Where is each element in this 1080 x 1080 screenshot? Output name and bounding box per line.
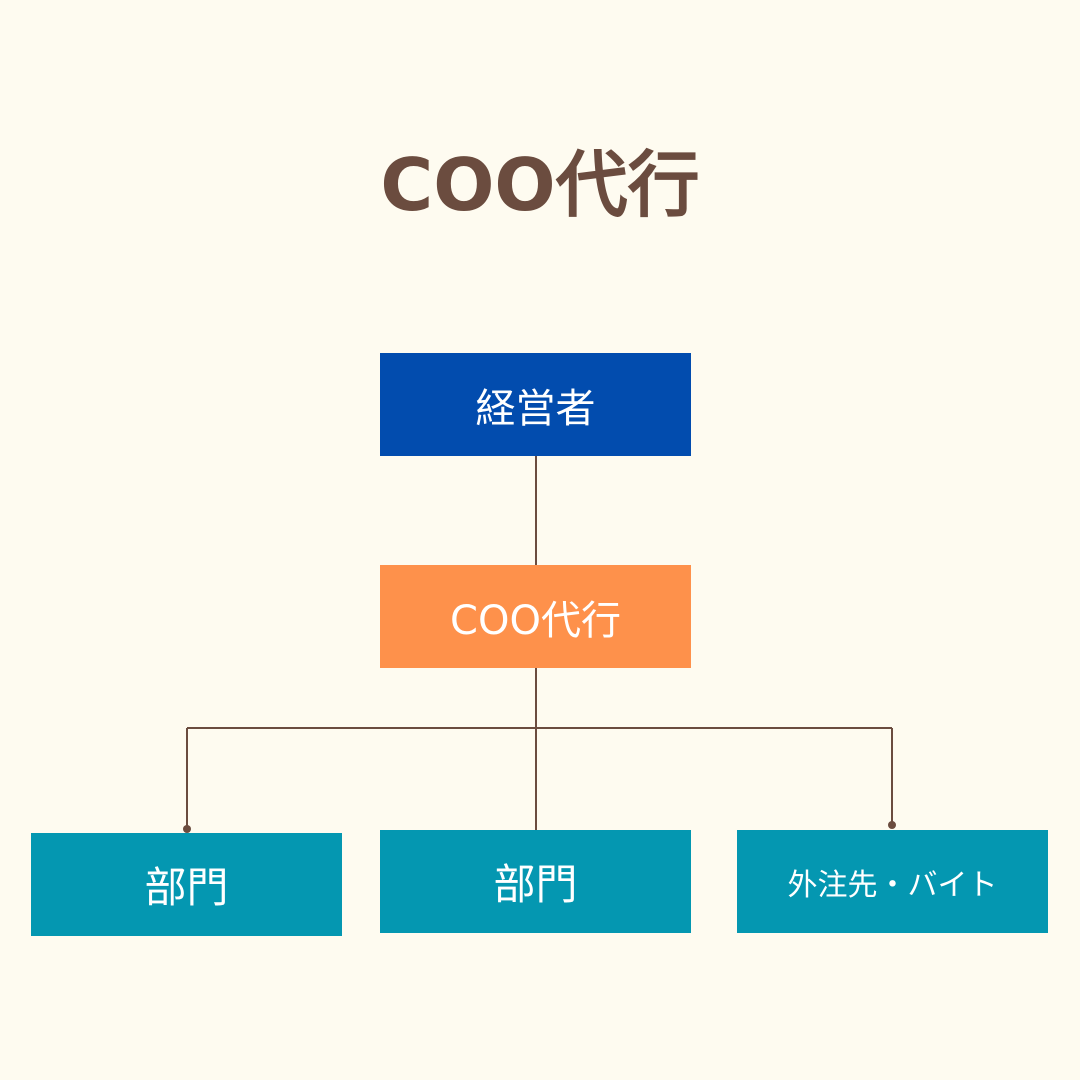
node-outsource: 外注先・バイト (737, 830, 1048, 933)
node-dept-2: 部門 (380, 830, 691, 933)
page-title: COO代行 (380, 143, 700, 227)
node-dept-1-label: 部門 (144, 863, 229, 912)
node-coo: COO代行 (380, 565, 691, 668)
connector-dot-outsource (888, 821, 896, 829)
node-coo-label: COO代行 (450, 597, 621, 644)
node-ceo: 経営者 (380, 353, 691, 456)
node-dept-1: 部門 (31, 833, 342, 936)
node-outsource-label: 外注先・バイト (787, 867, 998, 903)
connector-dot-dept1 (183, 825, 191, 833)
node-ceo-label: 経営者 (475, 385, 596, 432)
node-dept-2-label: 部門 (493, 860, 578, 909)
